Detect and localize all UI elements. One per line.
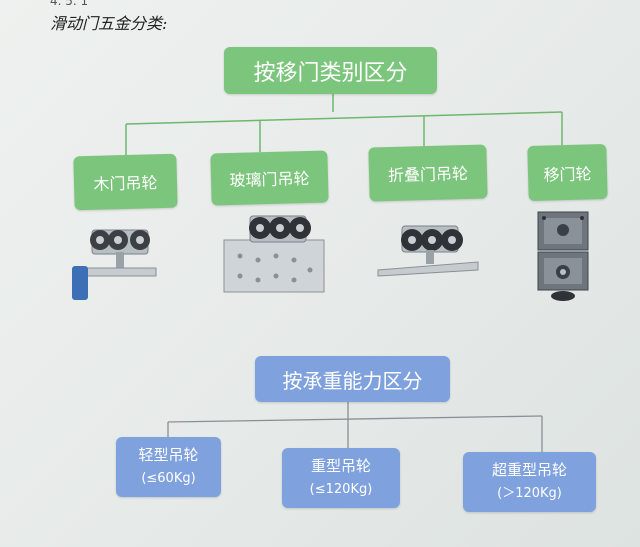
- door-type-child-label: 移门轮: [543, 163, 592, 185]
- glass-door-roller-image: [223, 215, 325, 293]
- load-capacity-root-box: 按承重能力区分: [255, 356, 450, 402]
- folding-door-roller-image: [377, 225, 479, 277]
- door-type-child-label: 折叠门吊轮: [387, 163, 469, 186]
- door-type-root-label: 按移门类别区分: [253, 60, 408, 86]
- wood-door-roller-image: [72, 229, 157, 300]
- load-capacity-child-sub: (≤120Kg): [309, 482, 373, 497]
- load-capacity-child-label: 轻型吊轮: [138, 446, 199, 464]
- door-type-child-folding: 折叠门吊轮: [368, 144, 488, 202]
- section-title: 滑动门五金分类:: [50, 14, 168, 33]
- door-type-child-glass: 玻璃门吊轮: [210, 150, 329, 206]
- load-capacity-connectors: [167, 402, 543, 452]
- sliding-door-wheel-image: [537, 211, 589, 301]
- load-capacity-child-sub: (≤60Kg): [141, 471, 196, 486]
- load-capacity-child-super-heavy: 超重型吊轮 (＞120Kg): [463, 452, 596, 512]
- door-type-child-label: 玻璃门吊轮: [229, 168, 310, 191]
- door-type-child-wood: 木门吊轮: [73, 153, 178, 211]
- load-capacity-child-light: 轻型吊轮 (≤60Kg): [116, 437, 221, 497]
- cut-off-heading: 4. 5. 1: [50, 0, 89, 8]
- door-type-child-sliding-wheel: 移门轮: [527, 143, 608, 202]
- load-capacity-child-heavy: 重型吊轮 (≤120Kg): [282, 448, 400, 508]
- door-type-connectors: [125, 94, 563, 155]
- door-type-child-label: 木门吊轮: [93, 173, 158, 194]
- load-capacity-root-label: 按承重能力区分: [282, 368, 423, 393]
- load-capacity-child-label: 超重型吊轮: [491, 461, 567, 479]
- load-capacity-child-sub: (＞120Kg): [497, 486, 562, 501]
- load-capacity-child-label: 重型吊轮: [310, 457, 371, 475]
- door-type-root-box: 按移门类别区分: [224, 47, 437, 94]
